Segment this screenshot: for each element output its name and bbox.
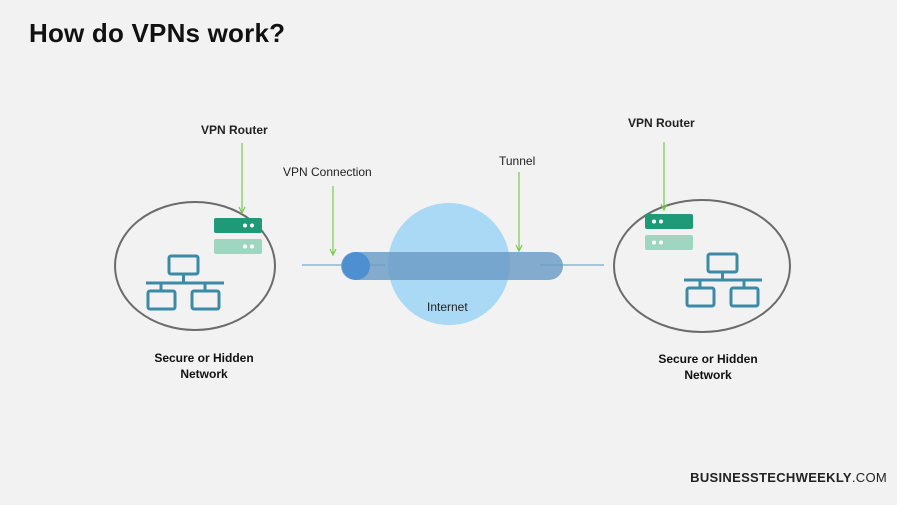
left-router-unit-top bbox=[214, 218, 262, 233]
left-network-caption-line1: Secure or Hidden bbox=[154, 351, 254, 365]
brand-suffix: .COM bbox=[851, 470, 887, 485]
page-title: How do VPNs work? bbox=[29, 18, 286, 48]
right-router-top-led bbox=[652, 219, 656, 224]
right-vpn-router-icon bbox=[645, 214, 693, 250]
left-router-top-led bbox=[250, 223, 254, 228]
right-network-caption-line2: Network bbox=[684, 368, 732, 382]
vpn-router-label-left: VPN Router bbox=[201, 123, 268, 137]
brand-watermark: BUSINESSTECHWEEKLY.COM bbox=[690, 470, 887, 485]
left-network-icon bbox=[146, 254, 224, 311]
right-router-bottom-led bbox=[652, 240, 656, 245]
left-network-caption: Secure or Hidden Network bbox=[134, 350, 274, 382]
left-router-top-led bbox=[243, 223, 247, 228]
vpn-router-label-right: VPN Router bbox=[628, 116, 695, 130]
left-router-bottom-led bbox=[250, 244, 254, 249]
left-router-bottom-led bbox=[243, 244, 247, 249]
left-network-ellipse bbox=[114, 201, 276, 331]
pointer-arrows bbox=[238, 142, 668, 257]
right-network-icon bbox=[684, 252, 762, 308]
left-router-unit-bottom bbox=[214, 239, 262, 254]
right-network-caption-line1: Secure or Hidden bbox=[658, 352, 758, 366]
right-router-bottom-led bbox=[659, 240, 663, 245]
right-router-unit-bottom bbox=[645, 235, 693, 250]
left-vpn-router-icon bbox=[214, 218, 262, 254]
right-network-ellipse bbox=[613, 199, 791, 333]
tunnel-end-cap bbox=[342, 252, 370, 280]
vpn-connection-label: VPN Connection bbox=[283, 165, 372, 179]
right-network-caption: Secure or Hidden Network bbox=[638, 351, 778, 383]
left-network-caption-line2: Network bbox=[180, 367, 228, 381]
right-router-top-led bbox=[659, 219, 663, 224]
brand-name: BUSINESSTECHWEEKLY bbox=[690, 470, 852, 485]
right-router-unit-top bbox=[645, 214, 693, 229]
internet-label: Internet bbox=[427, 300, 468, 314]
tunnel-pipe bbox=[341, 252, 563, 280]
tunnel-label: Tunnel bbox=[499, 154, 536, 168]
